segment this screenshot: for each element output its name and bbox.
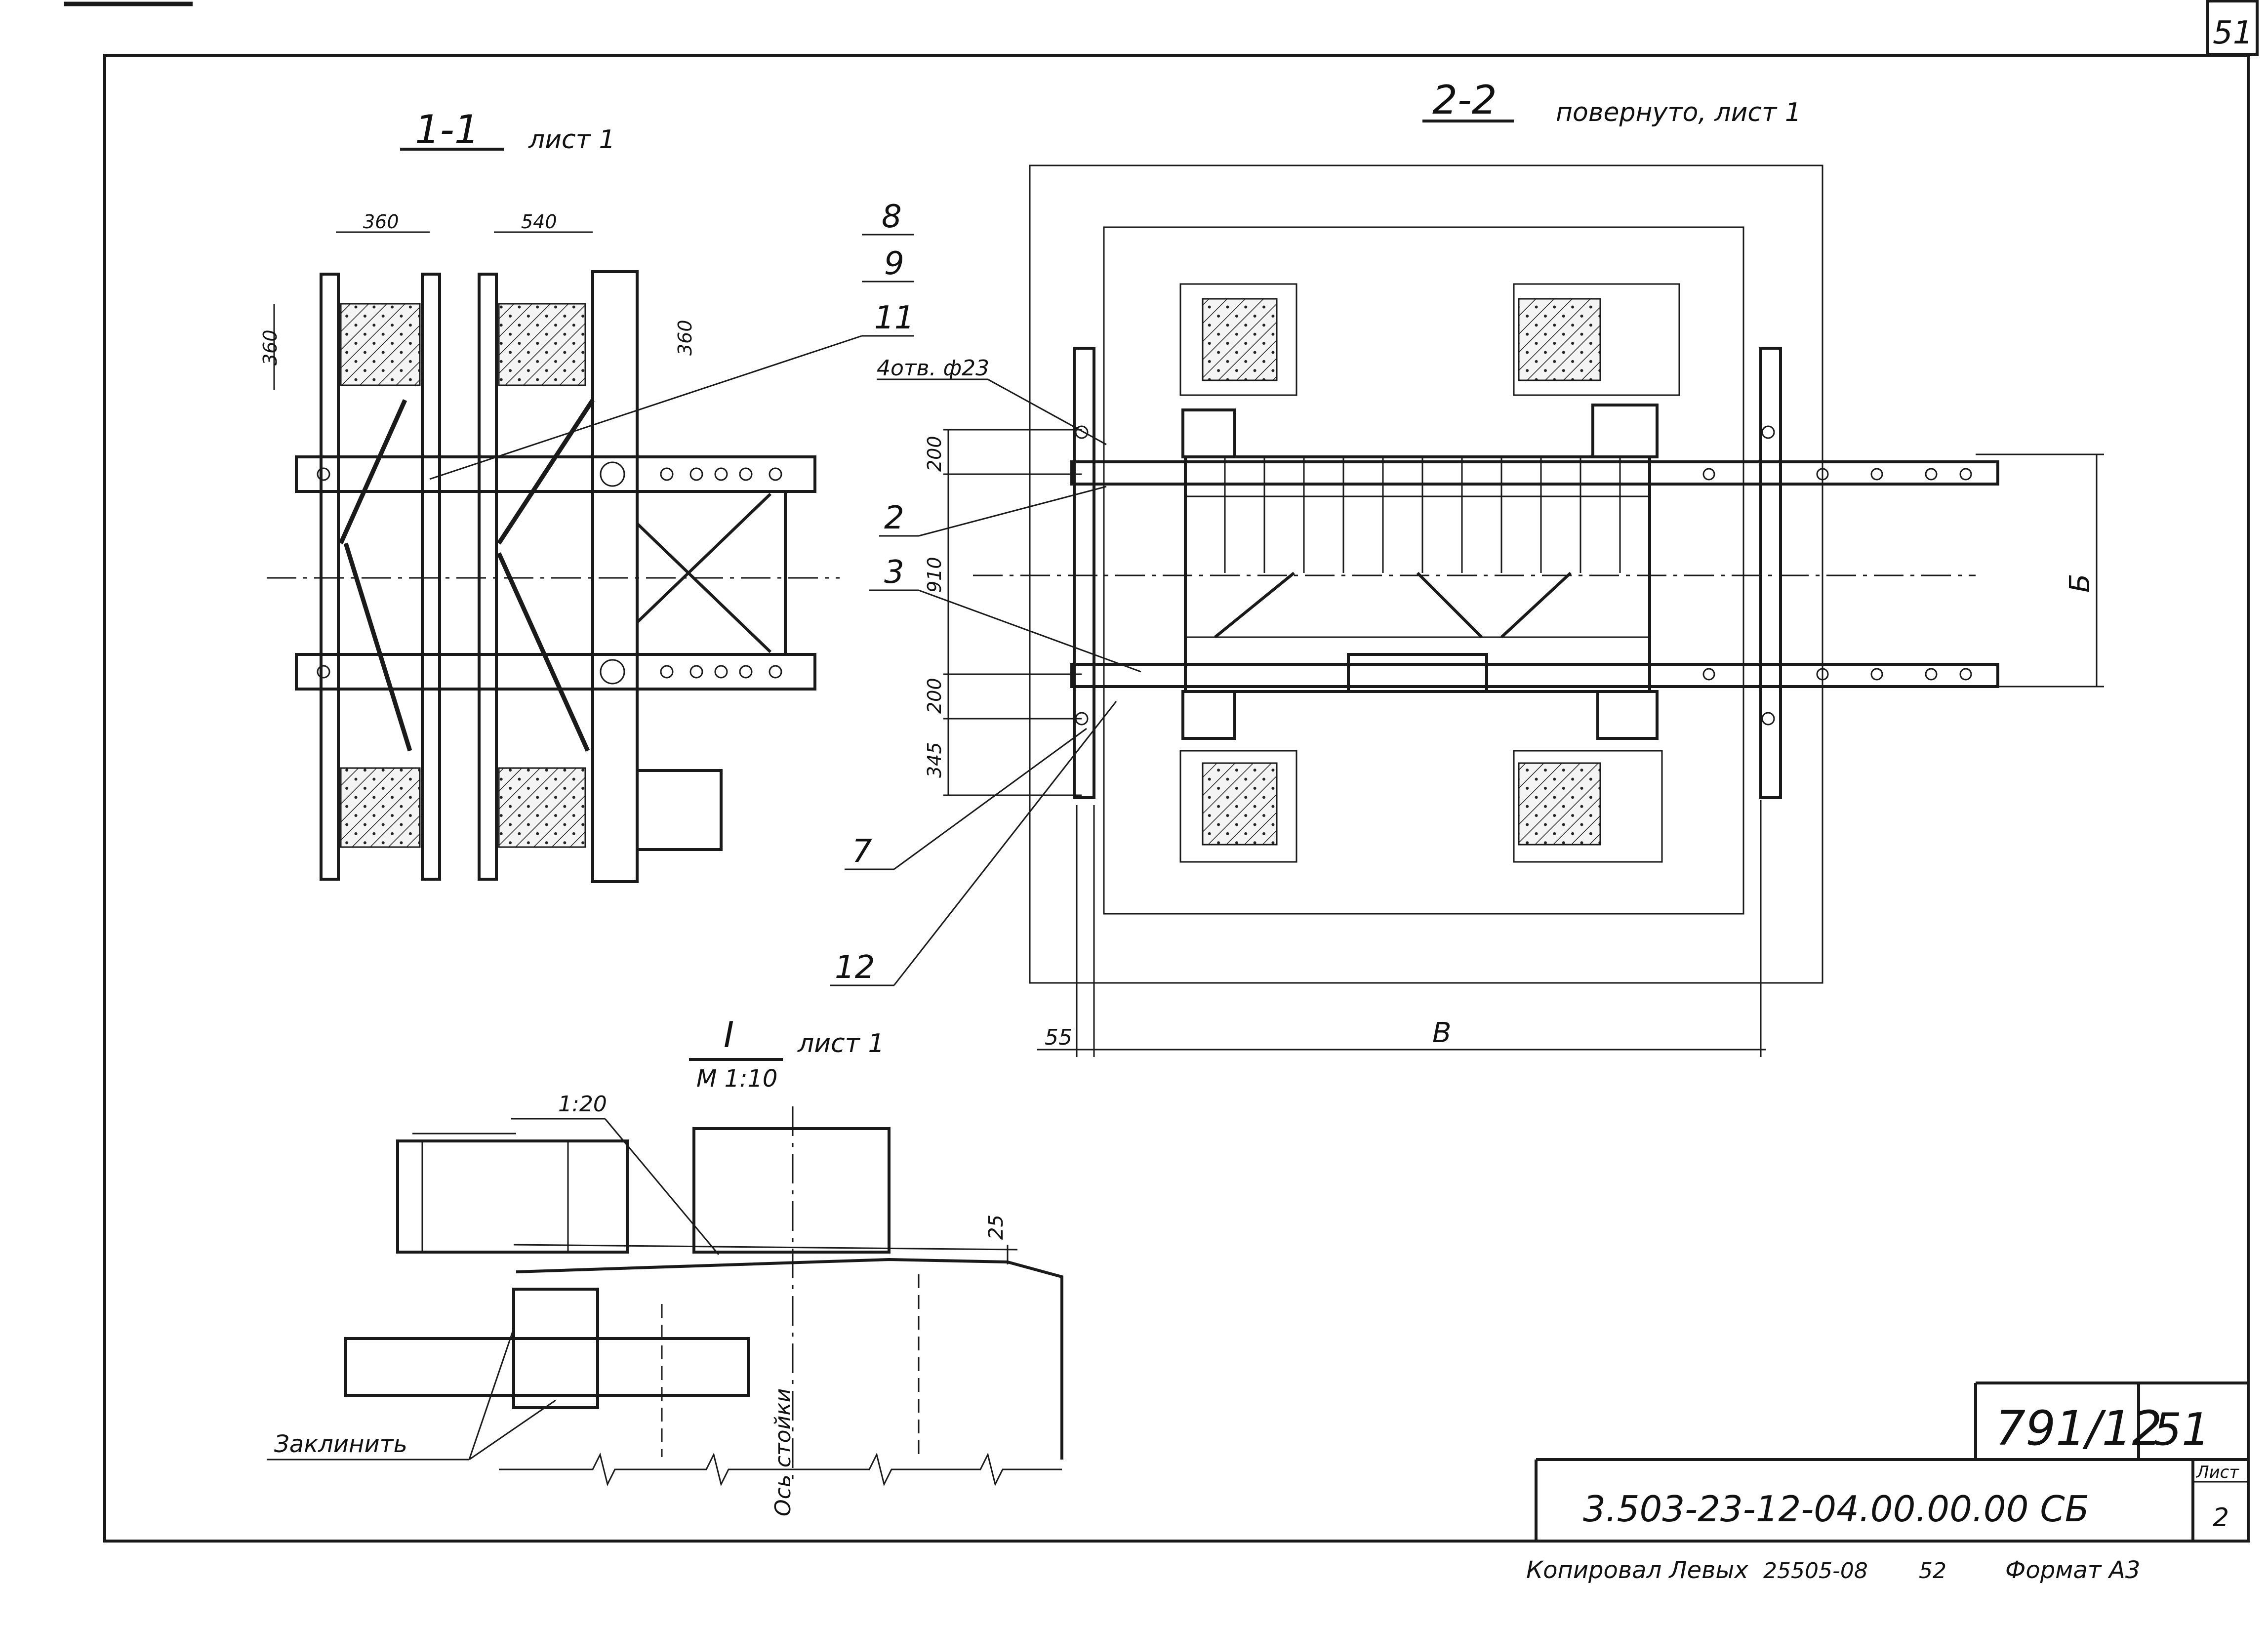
dim-55: 55: [1045, 1025, 1072, 1050]
wedge-note: Заклинить: [274, 1430, 407, 1458]
detail-I-title: I М 1:10 лист 1: [689, 1014, 885, 1093]
view-2-2-ref: повернуто, лист 1: [1556, 98, 1801, 127]
detail-I-label: I: [724, 1014, 734, 1056]
corner-number: 51: [2213, 15, 2253, 51]
dim-910: 910: [924, 557, 945, 593]
footer-copied: Копировал Левых: [1526, 1556, 1748, 1584]
callout-8-9-11: 8 9 11: [429, 199, 914, 480]
footer-order: 25505-08: [1763, 1558, 1868, 1584]
pos-9: 9: [884, 245, 904, 282]
pos-12: 12: [835, 949, 875, 986]
holes-note: 4отв. ф23: [877, 356, 989, 381]
dim-200-bottom: 200: [924, 678, 945, 714]
dim-360-top: 360: [363, 211, 399, 233]
title-block: [1535, 1382, 2248, 1541]
view-1-1-label: 1-1: [415, 107, 480, 153]
pos-7: 7: [852, 833, 872, 870]
view-1-1-title: 1-1 лист 1: [400, 107, 615, 155]
list-label: Лист: [2195, 1463, 2239, 1482]
designation: 3.503-23-12-04.00.00.00 СБ: [1583, 1488, 2089, 1530]
pos-8: 8: [882, 199, 902, 235]
dim-V-bottom: В: [1432, 1017, 1451, 1049]
dim-345: 345: [924, 742, 945, 778]
dim-B-right: Б: [2064, 574, 2096, 593]
list-number: 2: [2213, 1503, 2229, 1533]
slope-note: 1:20: [558, 1092, 607, 1117]
view-1-1: 360 540 360 360: [259, 211, 840, 883]
pos-11: 11: [874, 300, 914, 336]
dim-360-left: 360: [259, 329, 281, 366]
view-2-2-label: 2-2: [1432, 77, 1497, 123]
view-2-2-title: 2-2 повернуто, лист 1: [1422, 77, 1801, 127]
detail-I: 1:20 25 Заклинить Ось стойки: [267, 1092, 1063, 1516]
sheet-frame: [64, 0, 2259, 1543]
code-sheet: 51: [2153, 1404, 2210, 1456]
dim-200-top: 200: [924, 436, 945, 472]
axis-label: Ось стойки: [770, 1388, 796, 1516]
view-1-1-ref: лист 1: [528, 125, 615, 155]
footer-format: Формат А3: [2005, 1556, 2140, 1584]
detail-I-scale: М 1:10: [696, 1065, 777, 1093]
dim-25: 25: [985, 1215, 1008, 1240]
pos-3: 3: [884, 554, 904, 591]
detail-I-ref: лист 1: [797, 1029, 885, 1058]
view-2-2: 200 910 200 345 Б 55 В 4отв. ф23: [877, 164, 2104, 1057]
footer-count: 52: [1919, 1558, 1946, 1584]
dim-540-top: 540: [521, 211, 557, 233]
pos-2: 2: [884, 500, 904, 536]
corner-number-box: [2206, 0, 2259, 56]
dim-360-right: 360: [674, 320, 696, 356]
code: 791/12: [1995, 1401, 2162, 1456]
callouts-left: 2 3 7 12: [830, 486, 1141, 986]
